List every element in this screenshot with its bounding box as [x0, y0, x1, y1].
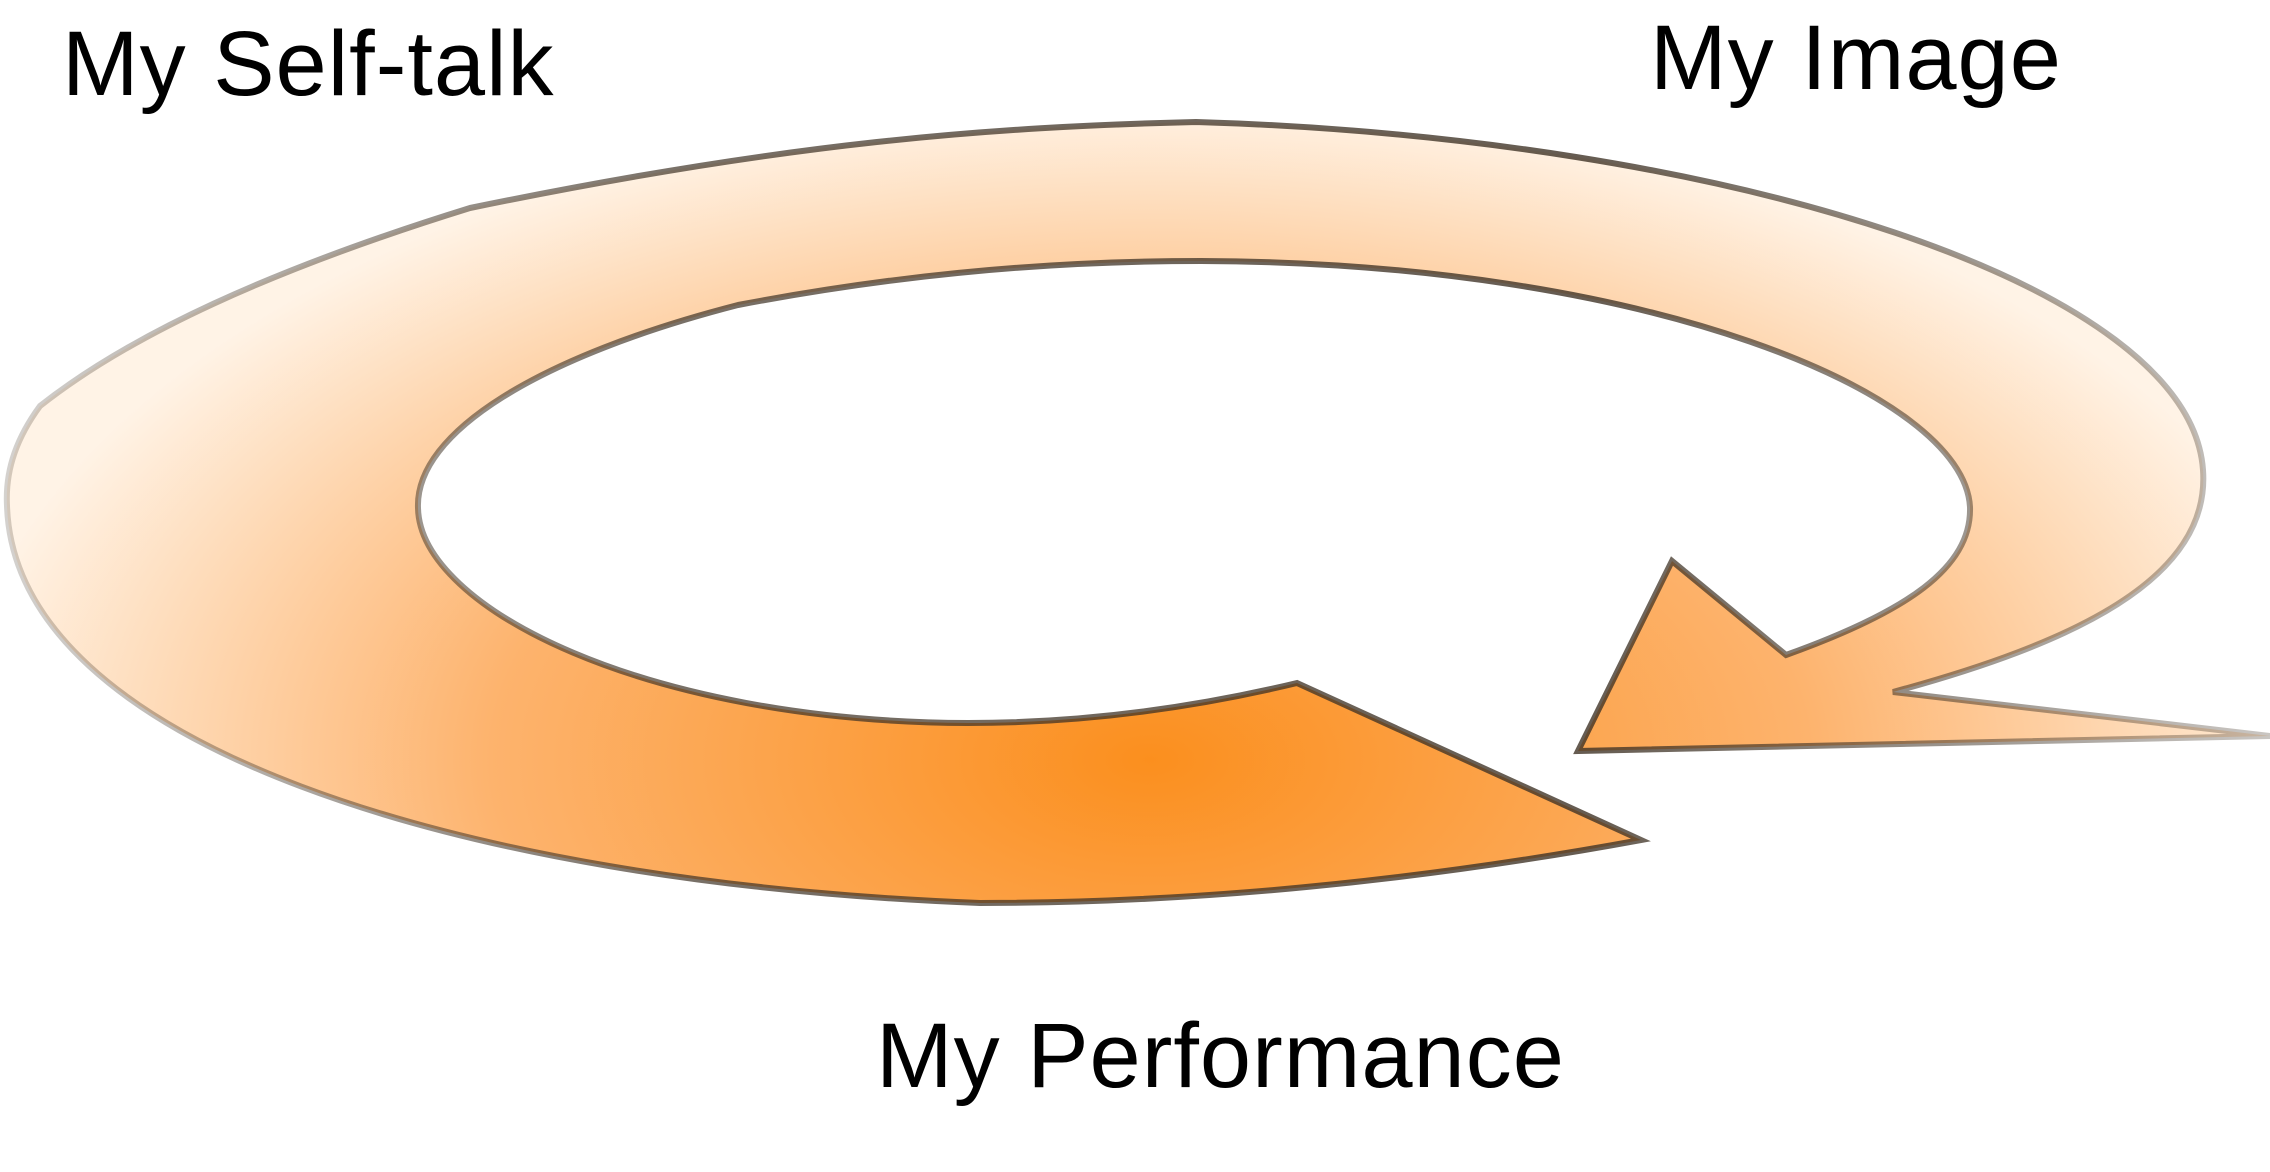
- cycle-arrow: [3, 118, 2270, 907]
- label-my-self-talk: My Self-talk: [62, 13, 555, 115]
- label-my-performance: My Performance: [876, 1005, 1565, 1107]
- label-my-image: My Image: [1650, 7, 2062, 109]
